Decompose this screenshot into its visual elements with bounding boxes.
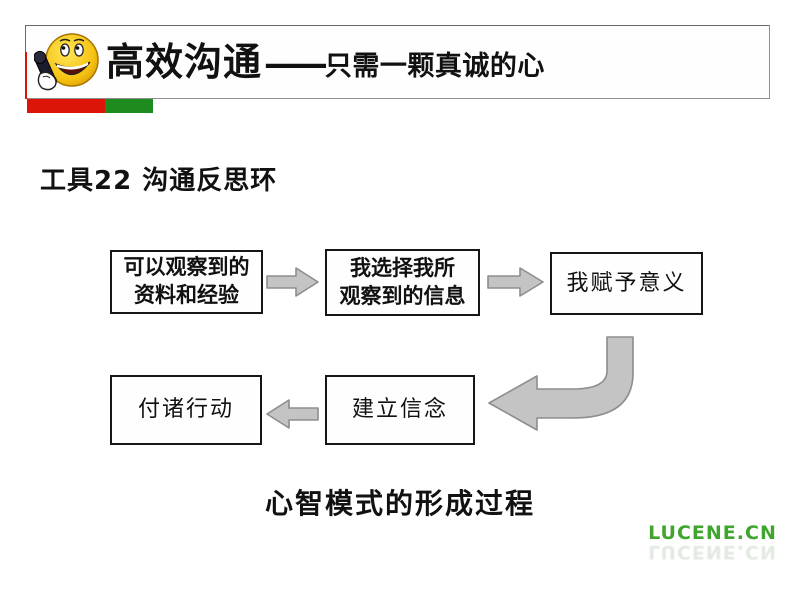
section-title: 工具22 沟通反思环 xyxy=(40,166,278,196)
flow-box-select: 我选择我所 观察到的信息 xyxy=(325,249,480,316)
title-dash: —— xyxy=(264,44,328,84)
green-accent-bar xyxy=(105,99,153,113)
header-box: 高效沟通 —— 只需一颗真诚的心 xyxy=(25,25,770,99)
right-arrow-icon-2 xyxy=(487,267,544,297)
flow-box-belief-line1: 建立信念 xyxy=(351,397,448,423)
right-arrow-icon-1 xyxy=(266,267,319,297)
flow-box-meaning: 我赋予意义 xyxy=(550,252,703,315)
slide-title-sub: 只需一颗真诚的心 xyxy=(324,51,545,82)
flow-box-select-line1: 我选择我所 xyxy=(350,255,455,280)
flow-box-observe-line1: 可以观察到的 xyxy=(123,255,250,280)
slide-title-main: 高效沟通 xyxy=(106,40,263,84)
flow-box-action: 付诸行动 xyxy=(110,375,262,445)
left-arrow-icon xyxy=(266,399,319,429)
caption: 心智模式的形成过程 xyxy=(264,487,535,520)
flow-box-observe-line2: 资料和经验 xyxy=(134,283,239,307)
bent-down-left-arrow-icon xyxy=(488,336,634,431)
flow-box-action-line1: 付诸行动 xyxy=(137,397,234,423)
watermark-reflection: LUCENE.CN xyxy=(648,541,777,563)
flow-box-belief: 建立信念 xyxy=(325,375,475,445)
flow-box-meaning-line1: 我赋予意义 xyxy=(566,270,687,296)
flow-box-select-line2: 观察到的信息 xyxy=(339,283,466,308)
header-left-accent xyxy=(25,52,27,99)
red-accent-bar xyxy=(27,99,105,113)
flow-box-observe: 可以观察到的 资料和经验 xyxy=(110,250,263,314)
smiley-phone-icon xyxy=(34,33,99,91)
slide-title: 高效沟通 —— 只需一颗真诚的心 xyxy=(106,26,545,98)
watermark-logo: LUCENE.CN xyxy=(648,522,777,544)
